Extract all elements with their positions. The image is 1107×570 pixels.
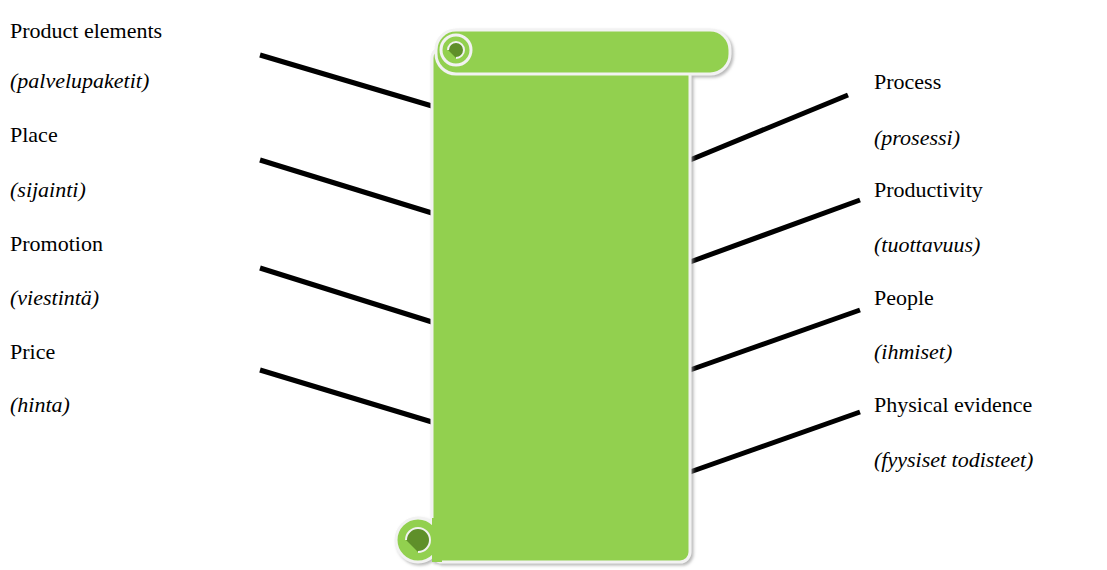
label-text: Place — [10, 122, 260, 148]
leader-line — [690, 310, 860, 370]
label-text: (prosessi) — [874, 125, 1106, 151]
label-text: Price — [10, 339, 260, 365]
label-text: (palvelupaketit) — [10, 68, 260, 94]
scroll-bottom-join — [432, 518, 442, 562]
label-text: (fyysiset todisteet) — [874, 447, 1106, 473]
scroll-body — [432, 48, 690, 562]
scroll-top-curl — [441, 35, 471, 65]
label-text: Process — [874, 69, 1106, 95]
leader-line — [260, 55, 432, 106]
label-text: (hinta) — [10, 392, 260, 418]
label-text: (tuottavuus) — [874, 232, 1106, 258]
scroll-bottom-spiral — [406, 528, 430, 552]
leader-line — [260, 160, 432, 213]
leader-line — [260, 370, 432, 422]
scroll-top-roll — [436, 30, 730, 74]
label-text: Productivity — [874, 177, 1106, 203]
label-text: (ihmiset) — [874, 339, 1106, 365]
scroll-top-spiral — [448, 42, 464, 58]
label-text: Physical evidence — [874, 392, 1106, 418]
leader-line — [690, 95, 848, 160]
leader-line — [690, 412, 860, 472]
leader-line — [260, 268, 432, 322]
scroll-shape — [396, 30, 730, 562]
label-text: Product elements — [10, 18, 260, 44]
label-text: (viestintä) — [10, 285, 260, 311]
label-text: (sijainti) — [10, 177, 260, 203]
label-text: People — [874, 285, 1106, 311]
leader-line — [690, 200, 860, 262]
label-text: Promotion — [10, 231, 260, 257]
